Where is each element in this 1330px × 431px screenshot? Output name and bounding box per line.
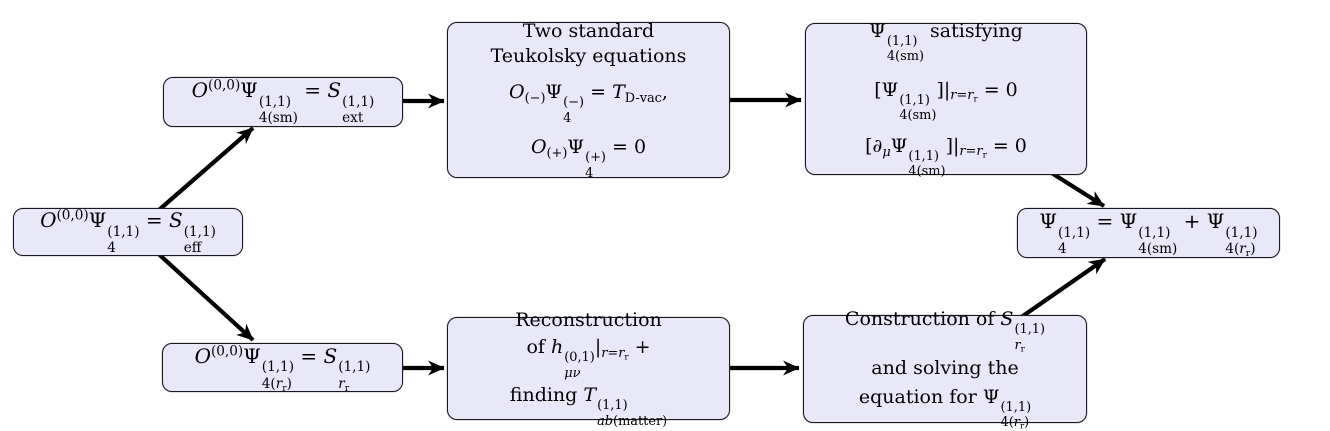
node-smooth-piece-boundary-conditions: Ψ(1,1)4(sm) satisfying [Ψ(1,1)4(sm)]|r=r…	[805, 20, 1087, 179]
node-text-line: equation for Ψ(1,1)4(rr)	[858, 385, 1032, 431]
node-text-line: finding T(1,1)ab(matter)	[509, 384, 668, 429]
node-total-psi4-sum: Ψ(1,1)4 = Ψ(1,1)4(sm) + Ψ(1,1)4(rr)	[1017, 208, 1280, 258]
node-title-line: Teukolsky equations	[490, 45, 687, 67]
node-text-line: Reconstruction	[515, 308, 662, 331]
node-equation: [∂μΨ(1,1)4(sm)]|r=rr = 0	[865, 134, 1027, 180]
node-source-construction: Construction of S(1,1)rr and solving the…	[803, 308, 1087, 431]
node-title-line: Two standard	[522, 19, 655, 42]
node-formula: Ψ(1,1)4 = Ψ(1,1)4(sm) + Ψ(1,1)4(rr)	[1039, 209, 1258, 259]
node-text-line: Construction of S(1,1)rr	[844, 308, 1046, 355]
arrow-eff-to-ext	[150, 126, 255, 218]
node-text-line: of h(0,1)μν|r=rr +	[526, 336, 651, 381]
node-smooth-piece-equation: O(0,0)Ψ(1,1)4(sm) = S(1,1)ext	[163, 77, 403, 127]
node-formula: O(0,0)Ψ(1,1)4(rr) = S(1,1)rr	[194, 343, 371, 394]
arrow-constr-to-sum	[1018, 257, 1107, 320]
node-title-line: Ψ(1,1)4(sm) satisfying	[869, 19, 1023, 65]
node-formula: O(0,0)Ψ(1,1)4(sm) = S(1,1)ext	[191, 78, 375, 127]
node-effective-source-equation: O(0,0)Ψ(1,1)4 = S(1,1)eff	[13, 208, 243, 256]
arrow-sat-to-sum	[1048, 170, 1106, 208]
node-formula: O(0,0)Ψ(1,1)4 = S(1,1)eff	[40, 208, 216, 257]
node-equation: O(−)Ψ(−)4 = TD-vac,	[509, 81, 668, 126]
node-equation: [Ψ(1,1)4(sm)]|r=rr = 0	[874, 78, 1018, 124]
node-text-line: and solving the	[871, 357, 1019, 380]
node-rr-piece-equation: O(0,0)Ψ(1,1)4(rr) = S(1,1)rr	[162, 343, 403, 394]
node-equation: O(+)Ψ(+)4 = 0	[530, 136, 647, 181]
arrow-eff-to-rr	[150, 246, 255, 342]
node-metric-reconstruction: Reconstruction of h(0,1)μν|r=rr + findin…	[447, 309, 730, 429]
node-two-standard-teukolsky-equations: Two standard Teukolsky equations O(−)Ψ(−…	[447, 19, 730, 181]
